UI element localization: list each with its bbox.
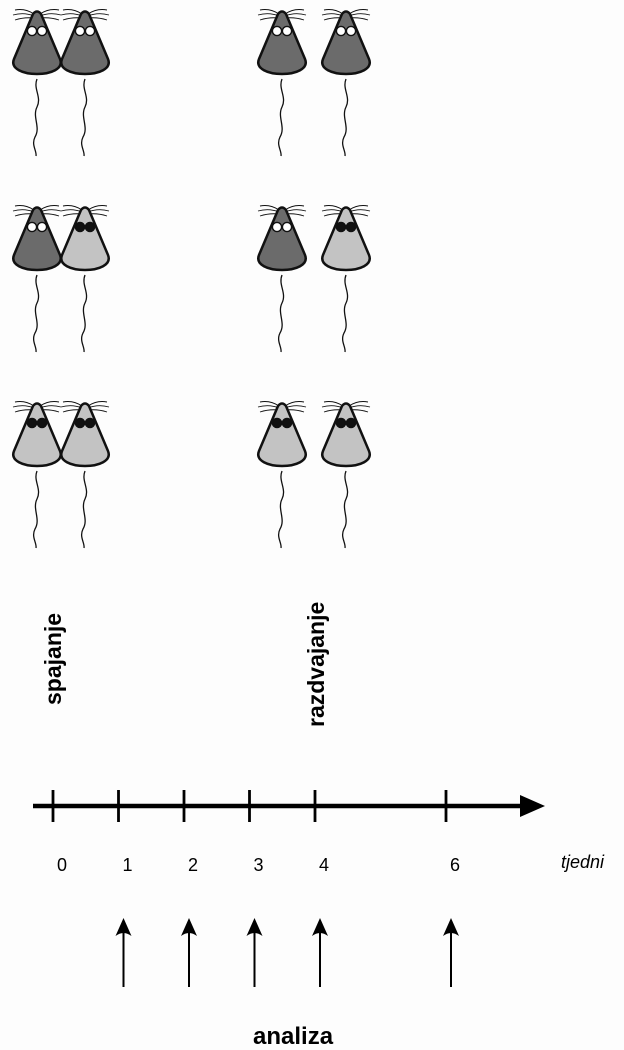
week-tick-label: 1 [122, 855, 133, 875]
analysis-arrow [246, 918, 263, 987]
axis-arrowhead [520, 795, 545, 817]
analysis-arrow [181, 918, 197, 987]
separate-label: razdvajanje [303, 601, 329, 727]
analysis-arrow [312, 918, 328, 987]
analysis-arrow [115, 918, 132, 987]
mouse-icon [60, 205, 110, 353]
week-tick-label: 4 [318, 855, 329, 875]
mouse-icon [12, 401, 62, 549]
mouse-icon [60, 9, 110, 157]
week-tick-label: 6 [449, 855, 460, 875]
mouse-icon [257, 9, 307, 157]
mouse-icon [12, 205, 62, 353]
mouse-icon [60, 401, 110, 549]
time-unit-label: tjedni [561, 852, 605, 872]
mouse-icon [321, 9, 371, 157]
mouse-icon [321, 205, 371, 353]
mouse-icon [257, 401, 307, 549]
analysis-arrow [443, 918, 459, 987]
mouse-icon [12, 9, 62, 157]
week-tick-label: 0 [56, 855, 67, 875]
merge-label: spajanje [40, 612, 66, 705]
mouse-icon [257, 205, 307, 353]
mouse-icon [321, 401, 371, 549]
analysis-label: analiza [253, 1023, 334, 1050]
week-tick-label: 2 [187, 855, 198, 875]
week-tick-label: 3 [253, 855, 264, 875]
